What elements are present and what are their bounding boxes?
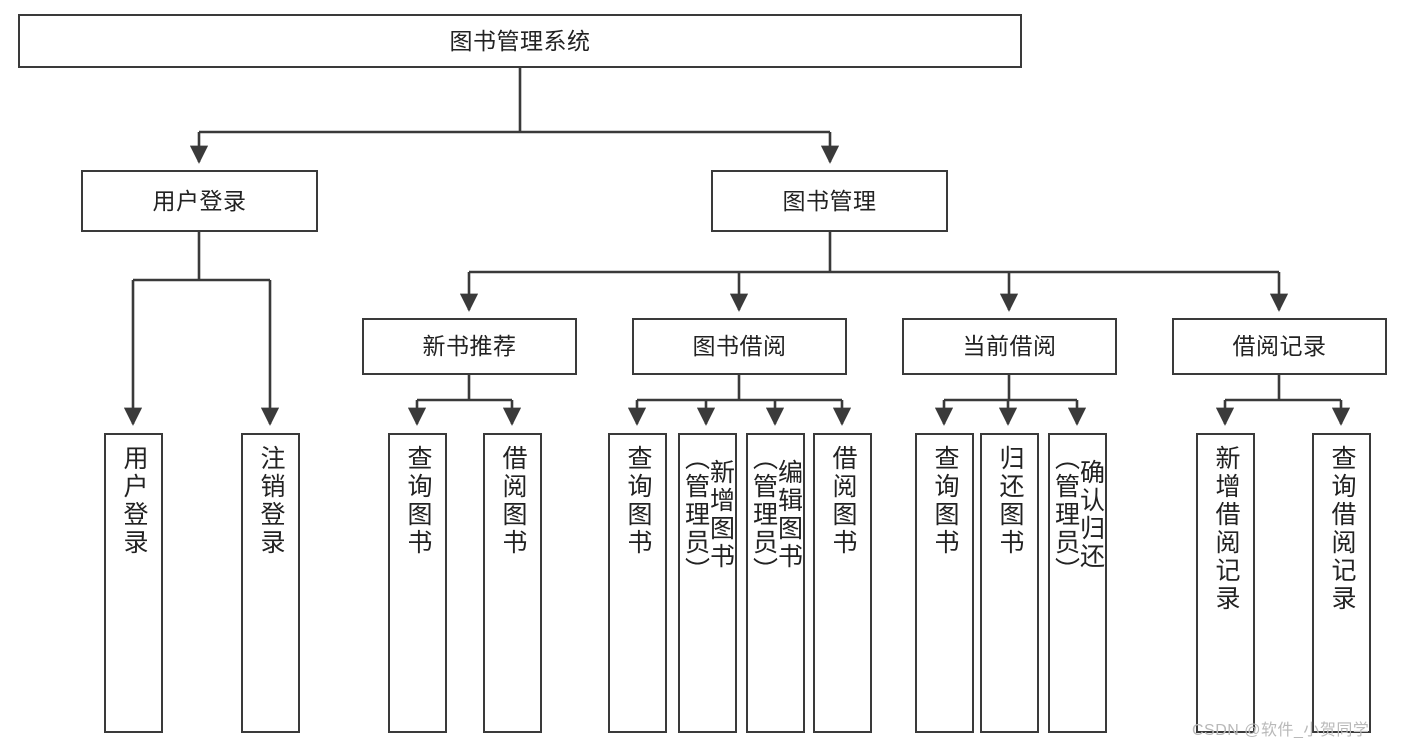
leaf-new-book-borrow[interactable]: 借阅图书 [483, 433, 542, 733]
node-label: 用户登录 [120, 445, 148, 557]
node-label: 新增图书 （管理员） [681, 445, 735, 585]
leaf-current-borrow-return[interactable]: 归还图书 [980, 433, 1039, 733]
node-root-system[interactable]: 图书管理系统 [18, 14, 1022, 68]
node-label: 注销登录 [257, 445, 285, 557]
node-label: 借阅图书 [829, 445, 857, 557]
node-label: 新书推荐 [422, 333, 517, 360]
node-label: 编辑图书 （管理员） [749, 445, 803, 585]
leaf-user-login-signin[interactable]: 用户登录 [104, 433, 163, 733]
node-new-book-recommend[interactable]: 新书推荐 [362, 318, 577, 375]
csdn-watermark: CSDN @软件_小贺同学 [1192, 722, 1370, 739]
leaf-borrow-record-query[interactable]: 查询借阅记录 [1312, 433, 1371, 733]
leaf-book-borrow-add[interactable]: 新增图书 （管理员） [678, 433, 737, 733]
node-label: 查询借阅记录 [1328, 445, 1356, 613]
node-current-borrow[interactable]: 当前借阅 [902, 318, 1117, 375]
leaf-book-borrow-query[interactable]: 查询图书 [608, 433, 667, 733]
node-user-login[interactable]: 用户登录 [81, 170, 318, 232]
node-borrow-record[interactable]: 借阅记录 [1172, 318, 1387, 375]
node-label: 新增借阅记录 [1212, 445, 1240, 613]
node-label: 当前借阅 [962, 333, 1057, 360]
leaf-borrow-record-add[interactable]: 新增借阅记录 [1196, 433, 1255, 733]
node-label: 查询图书 [404, 445, 432, 557]
leaf-book-borrow-edit[interactable]: 编辑图书 （管理员） [746, 433, 805, 733]
leaf-user-login-signout[interactable]: 注销登录 [241, 433, 300, 733]
node-book-borrow[interactable]: 图书借阅 [632, 318, 847, 375]
node-label: 借阅图书 [499, 445, 527, 557]
node-label: 用户登录 [152, 187, 247, 214]
node-book-management[interactable]: 图书管理 [711, 170, 948, 232]
leaf-current-borrow-query[interactable]: 查询图书 [915, 433, 974, 733]
node-label: 查询图书 [624, 445, 652, 557]
node-label: 图书管理系统 [449, 27, 591, 54]
node-label: 图书管理 [782, 187, 877, 214]
leaf-current-borrow-confirm-return[interactable]: 确认归还 （管理员） [1048, 433, 1107, 733]
node-label: 确认归还 （管理员） [1051, 445, 1105, 585]
node-label: 归还图书 [996, 445, 1024, 557]
leaf-new-book-query[interactable]: 查询图书 [388, 433, 447, 733]
node-label: 借阅记录 [1232, 333, 1327, 360]
leaf-book-borrow-borrow[interactable]: 借阅图书 [813, 433, 872, 733]
node-label: 查询图书 [931, 445, 959, 557]
node-label: 图书借阅 [692, 333, 787, 360]
